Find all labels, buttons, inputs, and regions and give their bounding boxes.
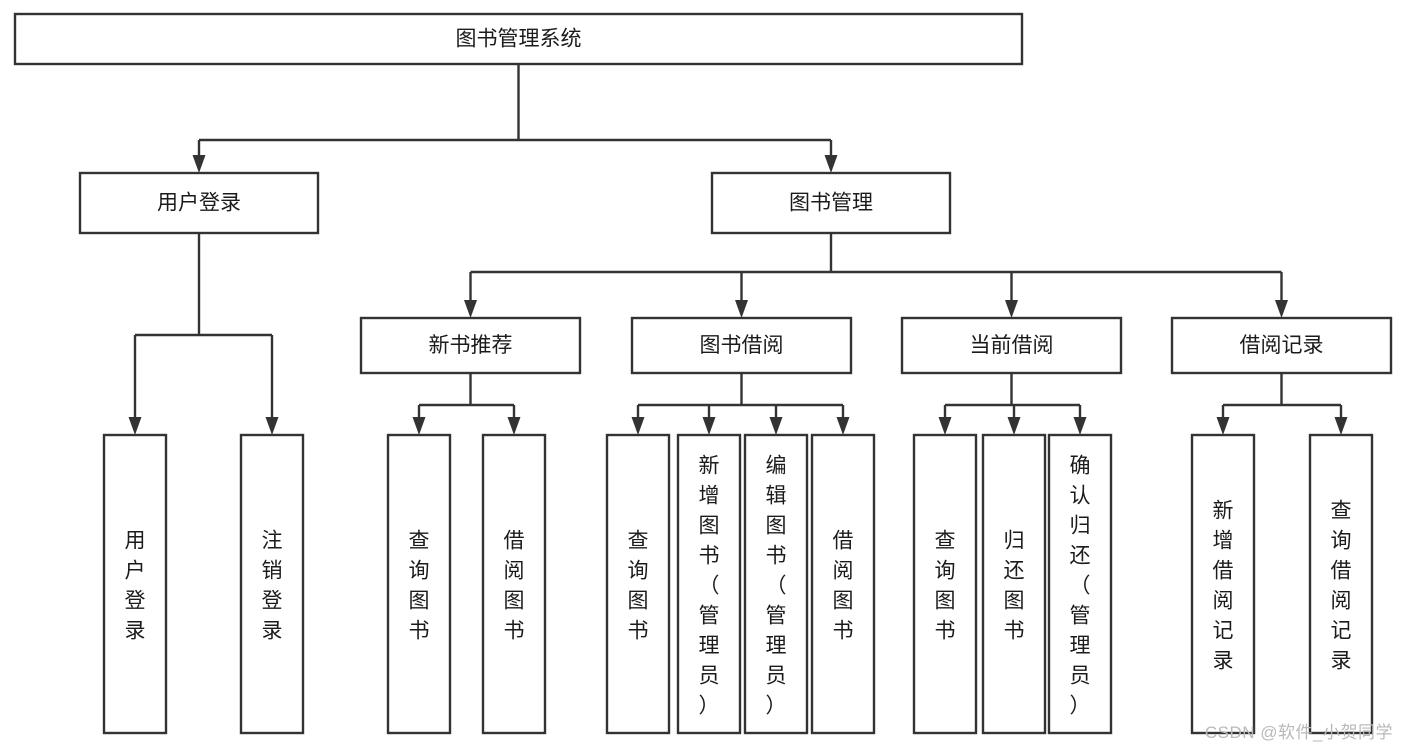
edge-root-to-user-login-arrow-icon	[192, 155, 206, 173]
node-edit-book-admin[interactable]: 编辑图书（管理员）	[743, 433, 809, 735]
node-book-manage[interactable]: 图书管理	[710, 171, 952, 235]
node-label-add-borrow-record: 新增借阅记录	[1213, 499, 1234, 672]
edge-new-book-recommend-to-query-book-1-arrow-icon	[412, 417, 426, 435]
node-label-new-book-recommend: 新书推荐	[429, 334, 513, 357]
edge-current-borrow-to-confirm-return-admin-arrow-icon	[1073, 417, 1087, 435]
node-label-add-book-admin: 新增图书（管理员）	[699, 454, 720, 717]
edge-borrow-record-to-add-borrow-record-arrow-icon	[1216, 417, 1230, 435]
node-label-edit-book-admin: 编辑图书（管理员）	[766, 454, 787, 717]
edge-current-borrow-to-return-book-arrow-icon	[1007, 417, 1021, 435]
connector-layer	[128, 64, 1348, 435]
node-layer: 用户登录图书管理用户登录注销登录新书推荐查询图书借阅图书图书借阅查询图书新增图书…	[13, 12, 1393, 735]
node-box-user-logout	[239, 433, 305, 735]
node-box-book-borrow	[630, 316, 853, 375]
node-label-borrow-book-2: 借阅图书	[833, 529, 854, 642]
node-query-book-3[interactable]: 查询图书	[912, 433, 978, 735]
node-box-edit-book-admin	[743, 433, 809, 735]
node-label-user-login: 用户登录	[157, 192, 241, 215]
node-label-query-book-1: 查询图书	[409, 529, 430, 642]
node-box-current-borrow	[900, 316, 1123, 375]
edge-user-login-to-user-login-do-arrow-icon	[128, 417, 142, 435]
edge-book-borrow-to-edit-book-admin-arrow-icon	[769, 417, 783, 435]
edge-book-borrow-to-borrow-book-2-arrow-icon	[836, 417, 850, 435]
edge-current-borrow-to-query-book-3-arrow-icon	[938, 417, 952, 435]
node-label-user-login-do: 用户登录	[125, 529, 146, 642]
node-label-confirm-return-admin: 确认归还（管理员）	[1070, 454, 1091, 717]
node-label-query-book-2: 查询图书	[628, 529, 649, 642]
edge-book-manage-to-new-book-recommend-arrow-icon	[464, 300, 477, 318]
node-box-book-manage	[710, 171, 952, 235]
node-box-borrow-record	[1170, 316, 1393, 375]
node-user-login[interactable]: 用户登录	[78, 171, 320, 235]
node-box-query-book-2	[605, 433, 671, 735]
node-return-book[interactable]: 归还图书	[981, 433, 1047, 735]
node-query-book-2[interactable]: 查询图书	[605, 433, 671, 735]
node-add-borrow-record[interactable]: 新增借阅记录	[1190, 433, 1256, 735]
node-box-add-borrow-record	[1190, 433, 1256, 735]
node-new-book-recommend[interactable]: 新书推荐	[359, 316, 582, 375]
edge-new-book-recommend-to-borrow-book-1-arrow-icon	[507, 417, 521, 435]
node-box-borrow-book-2	[810, 433, 876, 735]
node-box-query-borrow-record	[1308, 433, 1374, 735]
node-current-borrow[interactable]: 当前借阅	[900, 316, 1123, 375]
node-label-borrow-record: 借阅记录	[1240, 334, 1324, 357]
node-box-borrow-book-1	[481, 433, 547, 735]
node-label-user-logout: 注销登录	[262, 529, 283, 642]
node-box-return-book	[981, 433, 1047, 735]
node-label-borrow-book-1: 借阅图书	[504, 529, 525, 642]
node-query-book-1[interactable]: 查询图书	[386, 433, 452, 735]
node-label-return-book: 归还图书	[1004, 529, 1025, 642]
watermark-label: CSDN @软件_小贺同学	[1204, 723, 1393, 742]
edge-book-manage-to-current-borrow-arrow-icon	[1005, 300, 1018, 318]
edge-user-login-to-user-logout-arrow-icon	[265, 417, 279, 435]
node-borrow-book-2[interactable]: 借阅图书	[810, 433, 876, 735]
edge-book-borrow-to-query-book-2-arrow-icon	[631, 417, 645, 435]
node-label-query-borrow-record: 查询借阅记录	[1331, 499, 1352, 672]
node-borrow-record[interactable]: 借阅记录	[1170, 316, 1393, 375]
edge-book-borrow-to-add-book-admin-arrow-icon	[702, 417, 716, 435]
node-add-book-admin[interactable]: 新增图书（管理员）	[676, 433, 742, 735]
node-user-logout[interactable]: 注销登录	[239, 433, 305, 735]
node-box-new-book-recommend	[359, 316, 582, 375]
node-borrow-book-1[interactable]: 借阅图书	[481, 433, 547, 735]
node-box-root	[13, 12, 1024, 66]
node-confirm-return-admin[interactable]: 确认归还（管理员）	[1047, 433, 1113, 735]
node-label-query-book-3: 查询图书	[935, 529, 956, 642]
node-box-query-book-1	[386, 433, 452, 735]
node-label-book-borrow: 图书借阅	[700, 334, 784, 357]
node-box-add-book-admin	[676, 433, 742, 735]
node-user-login-do[interactable]: 用户登录	[102, 433, 168, 735]
node-box-confirm-return-admin	[1047, 433, 1113, 735]
node-label-book-manage: 图书管理	[789, 192, 873, 215]
node-root[interactable]: 图书管理系统	[13, 12, 1024, 66]
node-box-user-login-do	[102, 433, 168, 735]
edge-book-manage-to-borrow-record-arrow-icon	[1275, 300, 1288, 318]
node-book-borrow[interactable]: 图书借阅	[630, 316, 853, 375]
node-box-query-book-3	[912, 433, 978, 735]
edge-root-to-book-manage-arrow-icon	[824, 155, 838, 173]
node-label-root: 图书管理系统	[456, 28, 582, 51]
node-box-user-login	[78, 171, 320, 235]
node-label-current-borrow: 当前借阅	[970, 334, 1054, 357]
edge-book-manage-to-book-borrow-arrow-icon	[735, 300, 748, 318]
edge-borrow-record-to-query-borrow-record-arrow-icon	[1334, 417, 1348, 435]
node-query-borrow-record[interactable]: 查询借阅记录	[1308, 433, 1374, 735]
